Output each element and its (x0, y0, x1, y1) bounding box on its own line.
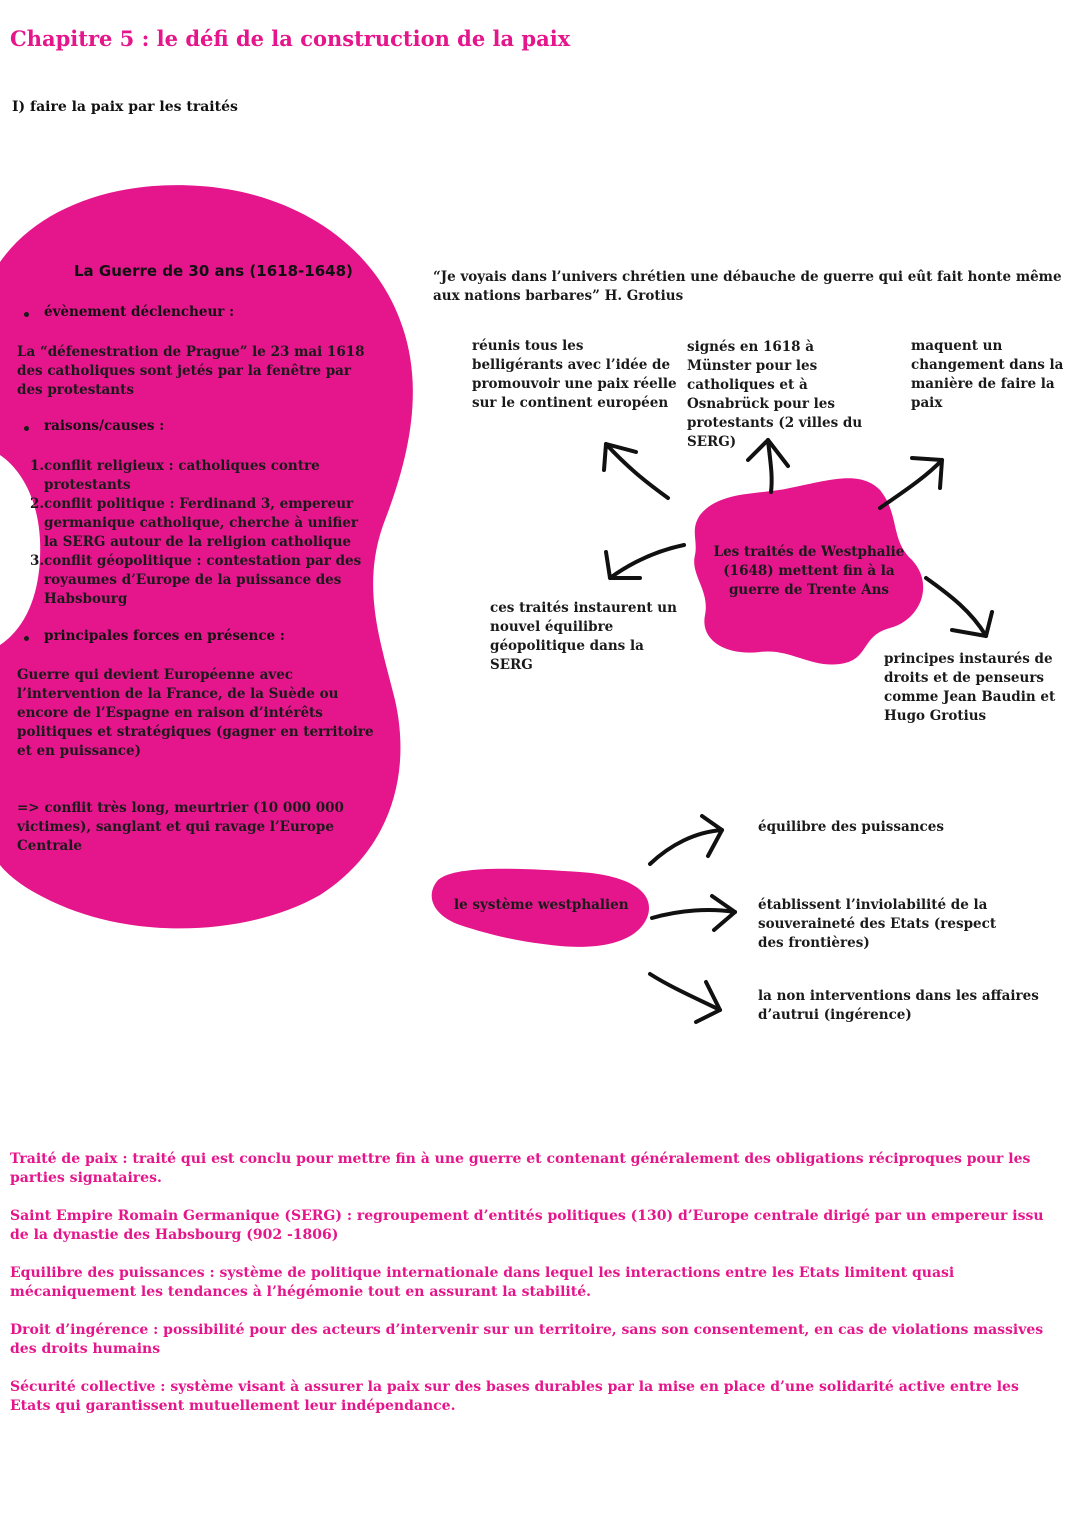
glossary-item: Equilibre des puissances : système de po… (10, 1265, 955, 1300)
war-title: La Guerre de 30 ans (1618-1648) (74, 262, 353, 280)
glossary-item: Saint Empire Romain Germanique (SERG) : … (10, 1208, 1044, 1243)
forces-label: principales forces en présence : (24, 628, 285, 644)
list-item: 3.conflit géopolitique : contestation pa… (30, 553, 362, 607)
systeme-center: le système westphalien (454, 897, 629, 913)
glossary-item: Sécurité collective : système visant à a… (10, 1379, 1019, 1414)
page-title: Chapitre 5 : le défi de la construction … (10, 26, 571, 51)
branch-signes: signés en 1618 à Münster pour les cathol… (687, 339, 863, 450)
trigger-label: évènement déclencheur : (23, 304, 235, 320)
glossary: Traité de paix : traité qui est conclu p… (10, 1150, 1060, 1435)
systeme-branch-1: équilibre des puissances (758, 819, 944, 835)
systeme-branch-2: établissent l’inviolabilité de la souver… (758, 897, 997, 951)
causes-list: 1.conflit religieux : catholiques contre… (16, 457, 371, 609)
glossary-item: Traité de paix : traité qui est conclu p… (10, 1151, 1031, 1186)
systeme-branch-3: la non interventions dans les affaires d… (758, 988, 1039, 1023)
arrow-sys-3-icon (648, 972, 722, 1012)
branch-principes: principes instaurés de droits et de pens… (884, 651, 1056, 724)
westphalie-center: Les traités de Westphalie (1648) mettent… (713, 544, 905, 598)
causes-label: raisons/causes : (23, 418, 165, 434)
list-item: 1.conflit religieux : catholiques contre… (30, 458, 320, 493)
arrow-equilibre-icon (608, 543, 686, 580)
branch-equilibre: ces traités instaurent un nouvel équilib… (490, 600, 677, 673)
arrow-maquent-icon (878, 458, 944, 510)
glossary-item: Droit d’ingérence : possibilité pour des… (10, 1322, 1044, 1357)
arrow-sys-2-icon (650, 908, 737, 920)
arrow-signes-icon (766, 438, 774, 494)
forces-text: Guerre qui devient Européenne avec l’int… (17, 667, 374, 759)
arrow-sys-1-icon (648, 828, 724, 866)
list-item: 2.conflit politique : Ferdinand 3, emper… (30, 496, 358, 550)
grotius-quote: “Je voyais dans l’univers chrétien une d… (433, 269, 1062, 304)
arrow-principes-icon (924, 576, 988, 638)
systeme-blob (431, 868, 650, 947)
branch-reunis: réunis tous les belligérants avec l’idée… (472, 338, 677, 411)
arrow-reunis-icon (604, 442, 670, 500)
war-blob (0, 185, 413, 929)
war-conclusion: => conflit très long, meurtrier (10 000 … (17, 800, 344, 854)
westphalie-blob (694, 478, 924, 665)
section-heading: I) faire la paix par les traités (12, 99, 238, 115)
trigger-text: La “défenestration de Prague” le 23 mai … (17, 344, 365, 398)
branch-maquent: maquent un changement dans la manière de… (911, 338, 1064, 411)
